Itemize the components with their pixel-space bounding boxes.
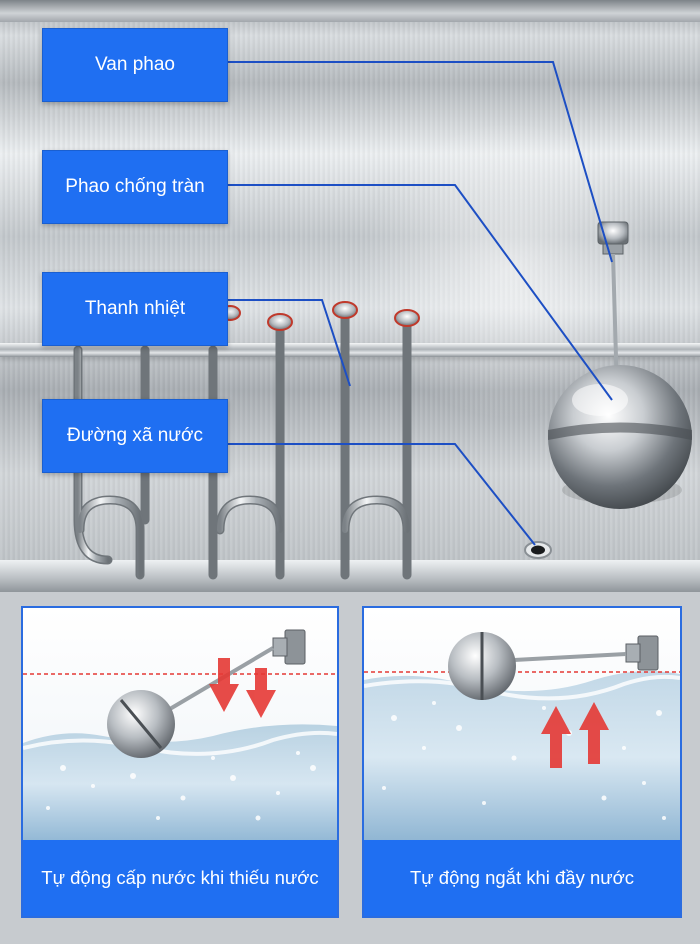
- low-water-illustration: [23, 608, 337, 844]
- overflow-float-ball: [548, 365, 692, 509]
- caption-full-water: Tự động ngắt khi đầy nước: [364, 840, 680, 916]
- label-heating-bar: Thanh nhiệt: [42, 272, 228, 346]
- tank-floor: [0, 560, 700, 592]
- panel-low-water: Tự động cấp nước khi thiếu nước: [21, 606, 339, 918]
- label-overflow-float: Phao chống tràn: [42, 150, 228, 224]
- caption-low-water: Tự động cấp nước khi thiếu nước: [23, 840, 337, 916]
- tank-rail: [0, 343, 700, 357]
- tank-interior: Van phao Phao chống tràn Thanh nhiệt Đườ…: [0, 0, 700, 592]
- drain-hole: [524, 541, 552, 559]
- label-drain-line: Đường xã nước: [42, 399, 228, 473]
- label-float-valve: Van phao: [42, 28, 228, 102]
- tank-top-rim: [0, 0, 700, 22]
- full-water-illustration: [364, 608, 680, 844]
- leader-lines: [226, 61, 613, 546]
- panel-full-water: Tự động ngắt khi đầy nước: [362, 606, 682, 918]
